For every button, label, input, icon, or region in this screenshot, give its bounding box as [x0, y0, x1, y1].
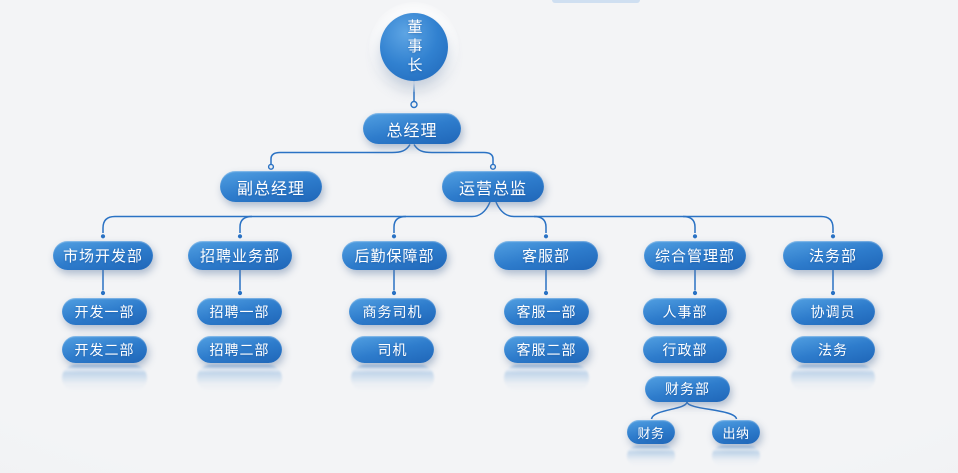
org-node-cashier[interactable]: 出纳	[712, 420, 760, 444]
node-reflection	[627, 446, 675, 466]
org-node-dept-market-dev[interactable]: 市场开发部	[53, 241, 153, 270]
node-reflection	[62, 365, 147, 391]
org-node-dept-general-admin[interactable]: 综合管理部	[644, 241, 746, 270]
top-edge-artifact	[552, 0, 640, 3]
org-node-dept-logistics[interactable]: 后勤保障部	[342, 241, 447, 270]
org-node-general-manager[interactable]: 总经理	[363, 113, 461, 144]
org-node-dev-team-1[interactable]: 开发一部	[62, 298, 147, 325]
org-node-dept-customer-service[interactable]: 客服部	[494, 241, 598, 270]
org-node-cs-team-1[interactable]: 客服一部	[504, 298, 589, 325]
org-node-business-driver[interactable]: 商务司机	[349, 298, 436, 325]
node-reflection	[791, 365, 875, 391]
node-reflection	[504, 365, 589, 391]
node-reflection	[197, 365, 282, 391]
chairman-label: 董事长	[405, 18, 424, 76]
org-node-dev-team-2[interactable]: 开发二部	[62, 336, 147, 363]
org-node-coordinator[interactable]: 协调员	[791, 298, 875, 325]
org-node-recruit-team-1[interactable]: 招聘一部	[197, 298, 282, 325]
org-node-driver[interactable]: 司机	[351, 336, 434, 363]
org-node-admin-dept[interactable]: 行政部	[643, 336, 727, 363]
org-node-legal-staff[interactable]: 法务	[791, 336, 875, 363]
node-reflection	[712, 446, 760, 466]
org-node-operations-director[interactable]: 运营总监	[442, 171, 544, 202]
org-node-dept-recruitment[interactable]: 招聘业务部	[188, 241, 292, 270]
org-node-finance-dept[interactable]: 财务部	[645, 376, 730, 402]
org-node-deputy-general-manager[interactable]: 副总经理	[220, 171, 322, 202]
org-node-finance-staff[interactable]: 财务	[627, 420, 675, 444]
org-node-chairman[interactable]: 董事长	[380, 13, 448, 81]
node-reflection	[351, 365, 434, 391]
org-node-cs-team-2[interactable]: 客服二部	[504, 336, 589, 363]
org-node-recruit-team-2[interactable]: 招聘二部	[197, 336, 282, 363]
org-node-dept-legal[interactable]: 法务部	[783, 241, 883, 270]
org-node-hr-dept[interactable]: 人事部	[643, 298, 727, 325]
